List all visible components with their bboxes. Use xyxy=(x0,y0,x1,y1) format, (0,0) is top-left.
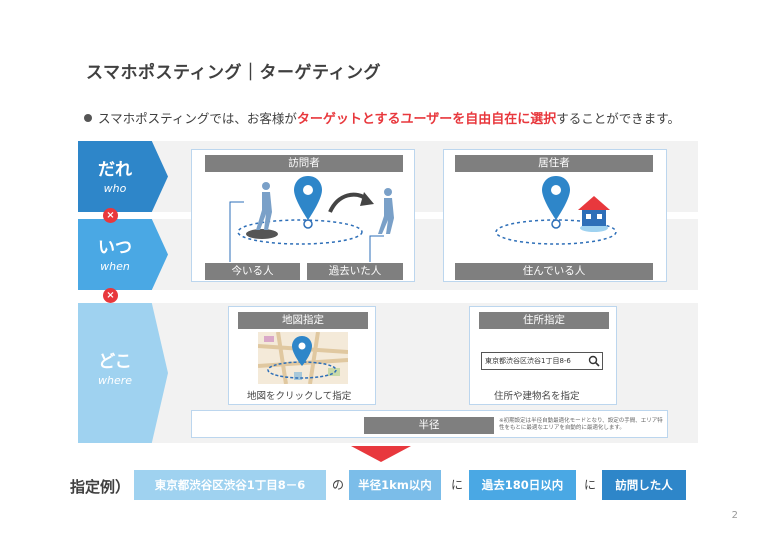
shadow-shape xyxy=(246,229,278,239)
radius-label: 半径 xyxy=(364,417,494,434)
address-input[interactable]: 東京都渋谷区渋谷1丁目8-6 xyxy=(481,352,603,370)
page-title: スマホポスティング｜ターゲティング xyxy=(86,63,381,83)
location-pin-icon xyxy=(542,176,570,220)
when-ja: いつ xyxy=(98,238,132,258)
page-number: 2 xyxy=(731,510,738,521)
search-icon[interactable] xyxy=(588,355,600,367)
arrow-down-icon xyxy=(351,446,411,462)
who-ja: だれ xyxy=(98,160,132,180)
map-spec-caption: 地図をクリックして指定 xyxy=(247,391,352,402)
example-connector: の xyxy=(332,478,345,492)
lead-suffix: することができます。 xyxy=(556,111,681,126)
map-thumbnail[interactable] xyxy=(258,332,348,384)
lead-emphasis: ターゲットとするユーザーを自由自在に選択 xyxy=(296,112,557,127)
row-label-where: どこ where xyxy=(78,303,168,443)
example-period: 過去180日以内 xyxy=(469,470,576,500)
lead-prefix: スマホポスティングでは、お客様が xyxy=(98,111,297,126)
area-circle xyxy=(267,361,337,379)
example-address: 東京都渋谷区渋谷1丁目8－6 xyxy=(134,470,326,500)
location-pin-icon xyxy=(294,176,322,220)
visitor-label: 訪問者 xyxy=(205,155,403,172)
lead-text: スマホポスティングでは、お客様がターゲットとするユーザーを自由自在に選択すること… xyxy=(84,108,680,127)
map-spec-label: 地図指定 xyxy=(238,312,368,329)
when-en: when xyxy=(100,260,130,273)
multiply-icon: × xyxy=(103,208,118,223)
row-label-when: いつ when xyxy=(78,219,168,290)
connector-line xyxy=(369,235,384,262)
house-icon xyxy=(578,196,610,226)
multiply-icon: × xyxy=(103,288,118,303)
example-target: 訪問した人 xyxy=(602,470,686,500)
row-label-who: だれ who xyxy=(78,141,168,212)
address-input-value: 東京都渋谷区渋谷1丁目8-6 xyxy=(485,357,571,365)
location-pin-icon xyxy=(292,336,312,366)
example-label: 指定例） xyxy=(70,478,131,496)
who-en: who xyxy=(103,182,127,195)
where-ja: どこ xyxy=(98,352,132,372)
resident-illustration xyxy=(495,176,617,245)
visitor-illustration xyxy=(229,176,394,262)
address-spec-label: 住所指定 xyxy=(479,312,609,329)
bullet-icon xyxy=(84,114,92,122)
radius-note: ※初期設定は半径自動最適化モードとなり、設定の手間、エリア特性をもとに最適なエリ… xyxy=(499,418,663,431)
person-icon xyxy=(256,182,272,230)
resident-living-label: 住んでいる人 xyxy=(455,263,653,280)
example-connector: に xyxy=(451,478,464,492)
visitor-past-label: 過去いた人 xyxy=(307,263,403,280)
resident-label: 居住者 xyxy=(455,155,653,172)
where-en: where xyxy=(97,374,133,387)
example-radius: 半径1km以内 xyxy=(349,470,441,500)
person-icon xyxy=(378,188,394,234)
connector-line xyxy=(229,201,244,262)
area-circle xyxy=(237,219,363,245)
visitor-now-label: 今いる人 xyxy=(205,263,300,280)
address-spec-caption: 住所や建物名を指定 xyxy=(494,391,580,402)
example-connector: に xyxy=(584,478,597,492)
